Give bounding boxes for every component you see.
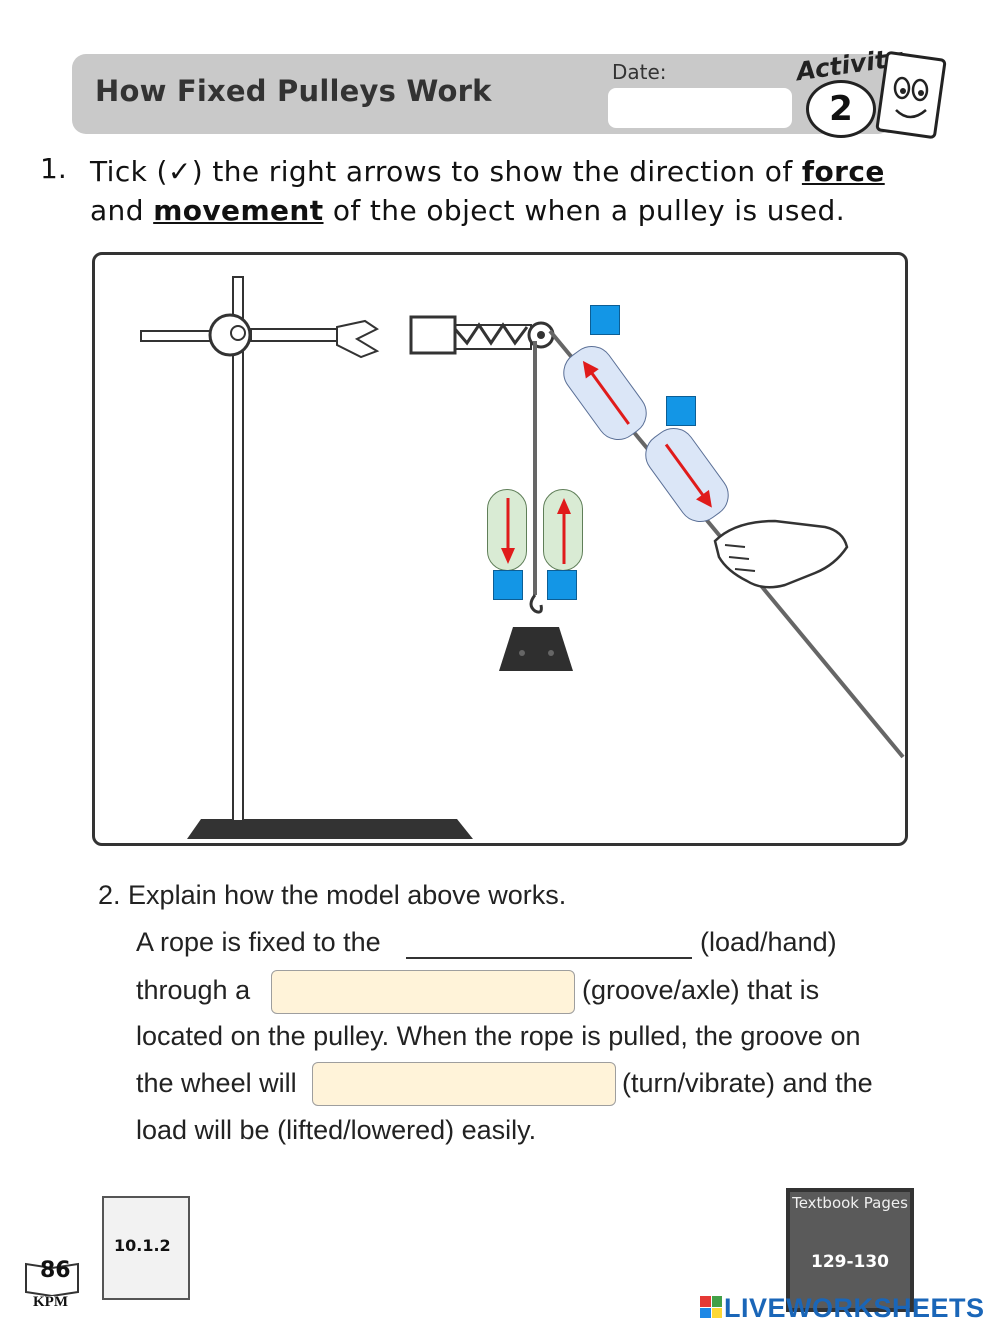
arrow-down-icon — [664, 443, 712, 508]
arrow-option-up-left — [554, 337, 656, 449]
page-book-icon — [25, 1262, 79, 1296]
line-3-text: located on the pulley. When the rope is … — [136, 1021, 861, 1051]
date-field — [608, 88, 792, 128]
stand-base — [187, 819, 473, 839]
textbook-board — [786, 1188, 914, 1312]
pulley-diagram — [92, 252, 908, 846]
question-1-number: 1. — [40, 152, 67, 185]
hand — [713, 519, 849, 589]
textbook-pages: 129-130 — [810, 1252, 890, 1272]
load-weight — [499, 627, 573, 671]
answer-line-1: A rope is fixed to the — [136, 927, 381, 958]
line-2-options: (groove/axle) that is — [582, 975, 820, 1005]
line-5-text: load will be (lifted/lowered) easily. — [136, 1115, 537, 1145]
clamp-block — [409, 315, 457, 355]
book-mascot-icon — [875, 51, 947, 139]
pulley-illustration — [140, 276, 905, 839]
line-1-options: (load/hand) — [700, 927, 837, 957]
arrow-down-icon — [501, 498, 515, 564]
liveworksheets-watermark: LIVEWORKSHEETS — [724, 1293, 985, 1323]
question-2-number: 2. — [98, 880, 121, 910]
line-1-text: A rope is fixed to the — [136, 927, 381, 957]
line-4-text: the wheel will — [136, 1068, 297, 1098]
blank-line-load-hand — [406, 957, 692, 959]
question-1-text-part: and — [90, 194, 154, 227]
worksheet-title: How Fixed Pulleys Work — [95, 74, 492, 108]
date-label: Date: — [612, 60, 667, 84]
keyword-force: force — [801, 155, 885, 188]
arrow-option-down-right — [636, 419, 738, 531]
arrow-option-up — [543, 489, 583, 571]
answer-field-turn-vibrate[interactable] — [312, 1062, 616, 1106]
page-number: 86 — [40, 1258, 71, 1283]
question-2-prompt: 2. Explain how the model above works. — [98, 880, 566, 911]
question-2-prompt-text: Explain how the model above works. — [128, 880, 567, 910]
textbook-label: Textbook Pages — [792, 1194, 908, 1212]
question-1-text-part: of the object when a pulley is used. — [323, 194, 846, 227]
boss-head — [208, 313, 252, 357]
line-2-text: through a — [136, 975, 251, 1005]
tick-box-down-right[interactable] — [666, 396, 696, 426]
stand-rod — [232, 276, 244, 822]
question-1-text: Tick (✓) the right arrows to show the di… — [90, 152, 932, 230]
arrow-up-icon — [557, 498, 571, 564]
line-4-options: (turn/vibrate) and the — [622, 1068, 873, 1098]
chart-board — [102, 1196, 190, 1300]
liveworksheets-logo-icon — [700, 1296, 722, 1318]
arrow-up-icon — [582, 360, 630, 425]
clamp-jaws — [336, 319, 380, 359]
tick-box-down[interactable] — [493, 570, 523, 600]
activity-number: 2 — [806, 80, 876, 138]
tick-box-up[interactable] — [547, 570, 577, 600]
keyword-movement: movement — [153, 194, 324, 227]
standard-code: 10.1.2 — [114, 1236, 171, 1255]
answer-field-groove-axle[interactable] — [271, 970, 575, 1014]
tick-box-up-left[interactable] — [590, 305, 620, 335]
arrow-option-down — [487, 489, 527, 571]
hook — [529, 594, 543, 614]
publisher-label: KPM — [33, 1294, 68, 1310]
question-1-text-part: Tick (✓) the right arrows to show the di… — [90, 155, 802, 188]
